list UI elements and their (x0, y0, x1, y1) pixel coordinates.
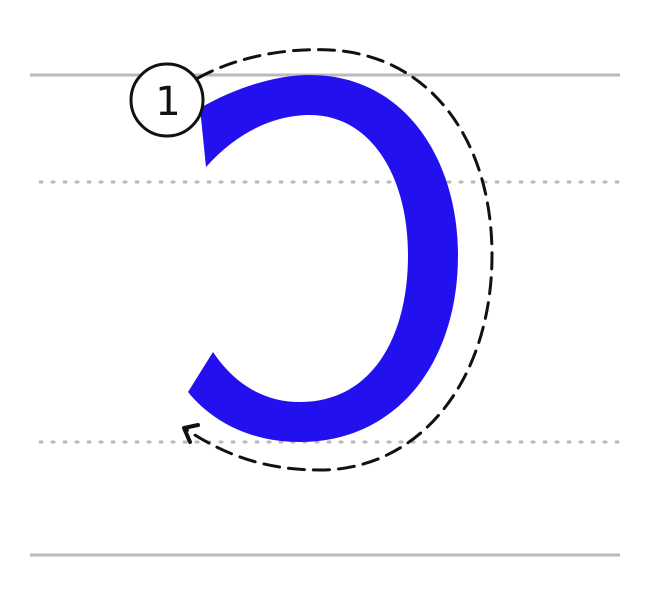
step-marker-1: 1 (129, 62, 205, 138)
step-number: 1 (155, 79, 180, 125)
arrowhead-icon (182, 423, 200, 444)
letter-shape (188, 75, 458, 442)
step-marker-circle (129, 62, 205, 138)
stroke-direction-path (185, 48, 494, 472)
